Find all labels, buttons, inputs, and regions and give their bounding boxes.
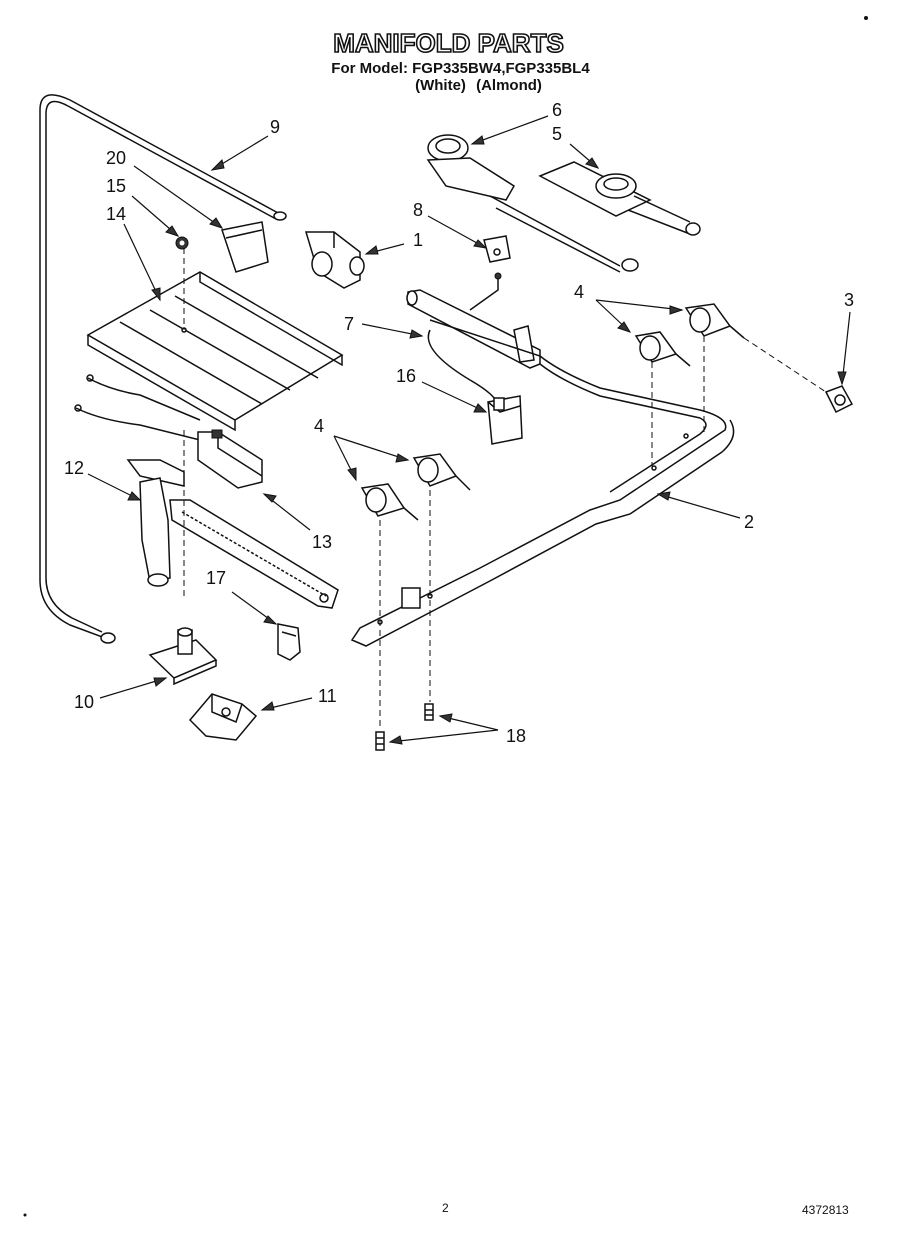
part-17-clip (277, 623, 301, 661)
callout-13: 13 (312, 532, 332, 552)
callout-17: 17 (206, 568, 226, 588)
part-4-valve-lower-a (360, 483, 419, 521)
callout-10: 10 (74, 692, 94, 712)
callout-4-lower: 4 (314, 416, 324, 436)
part-20-label (221, 221, 269, 273)
callout-5: 5 (552, 124, 562, 144)
part-14-heat-shield (86, 271, 344, 432)
corner-mark-top-right (864, 16, 868, 20)
callout-2: 2 (744, 512, 754, 532)
part-11-bracket (188, 693, 258, 741)
alignment-lines (183, 248, 827, 730)
part-8-bracket (483, 235, 511, 263)
part-4-valve-lower-b (412, 453, 471, 491)
part-5-burner-valve (538, 161, 701, 236)
page-title: MANIFOLD PARTS (332, 27, 564, 59)
callout-9: 9 (270, 117, 280, 137)
callout-4-upper: 4 (574, 282, 584, 302)
part-4-valve-upper-a (634, 331, 691, 367)
part-1-valve (304, 231, 365, 289)
part-3-orifice (824, 385, 854, 414)
model-line: For Model: FGP335BW4,FGP335BL4 (331, 60, 590, 77)
callout-18: 18 (506, 726, 526, 746)
callout-15: 15 (106, 176, 126, 196)
part-12-burner-tube (126, 459, 339, 609)
part-9-gas-tube (39, 94, 287, 644)
callout-11: 11 (318, 686, 337, 706)
part-18-screw-a (375, 731, 385, 751)
document-number: 4372813 (802, 1203, 849, 1217)
part-6-burner-valve (426, 134, 639, 273)
callout-8: 8 (413, 200, 423, 220)
part-15-nut (175, 236, 189, 250)
part-18-screw-b (424, 703, 434, 721)
part-10-igniter-cup (148, 627, 218, 686)
callout-12: 12 (64, 458, 84, 478)
leader-lines (87, 115, 851, 745)
color-line: (White) (Almond) (415, 77, 542, 94)
callout-16: 16 (396, 366, 416, 386)
callout-14: 14 (106, 204, 126, 224)
callout-3: 3 (844, 290, 854, 310)
part-7-thermostat (406, 272, 541, 406)
callout-20: 20 (106, 148, 126, 168)
part-16-bracket (487, 395, 523, 445)
callout-1: 1 (413, 230, 423, 250)
corner-mark-bottom-left (23, 1213, 27, 1217)
callout-7: 7 (344, 314, 354, 334)
part-4-valve-upper-b (684, 303, 745, 339)
callout-6: 6 (552, 100, 562, 120)
page-number: 2 (442, 1201, 449, 1215)
part-13-igniter (74, 374, 263, 489)
